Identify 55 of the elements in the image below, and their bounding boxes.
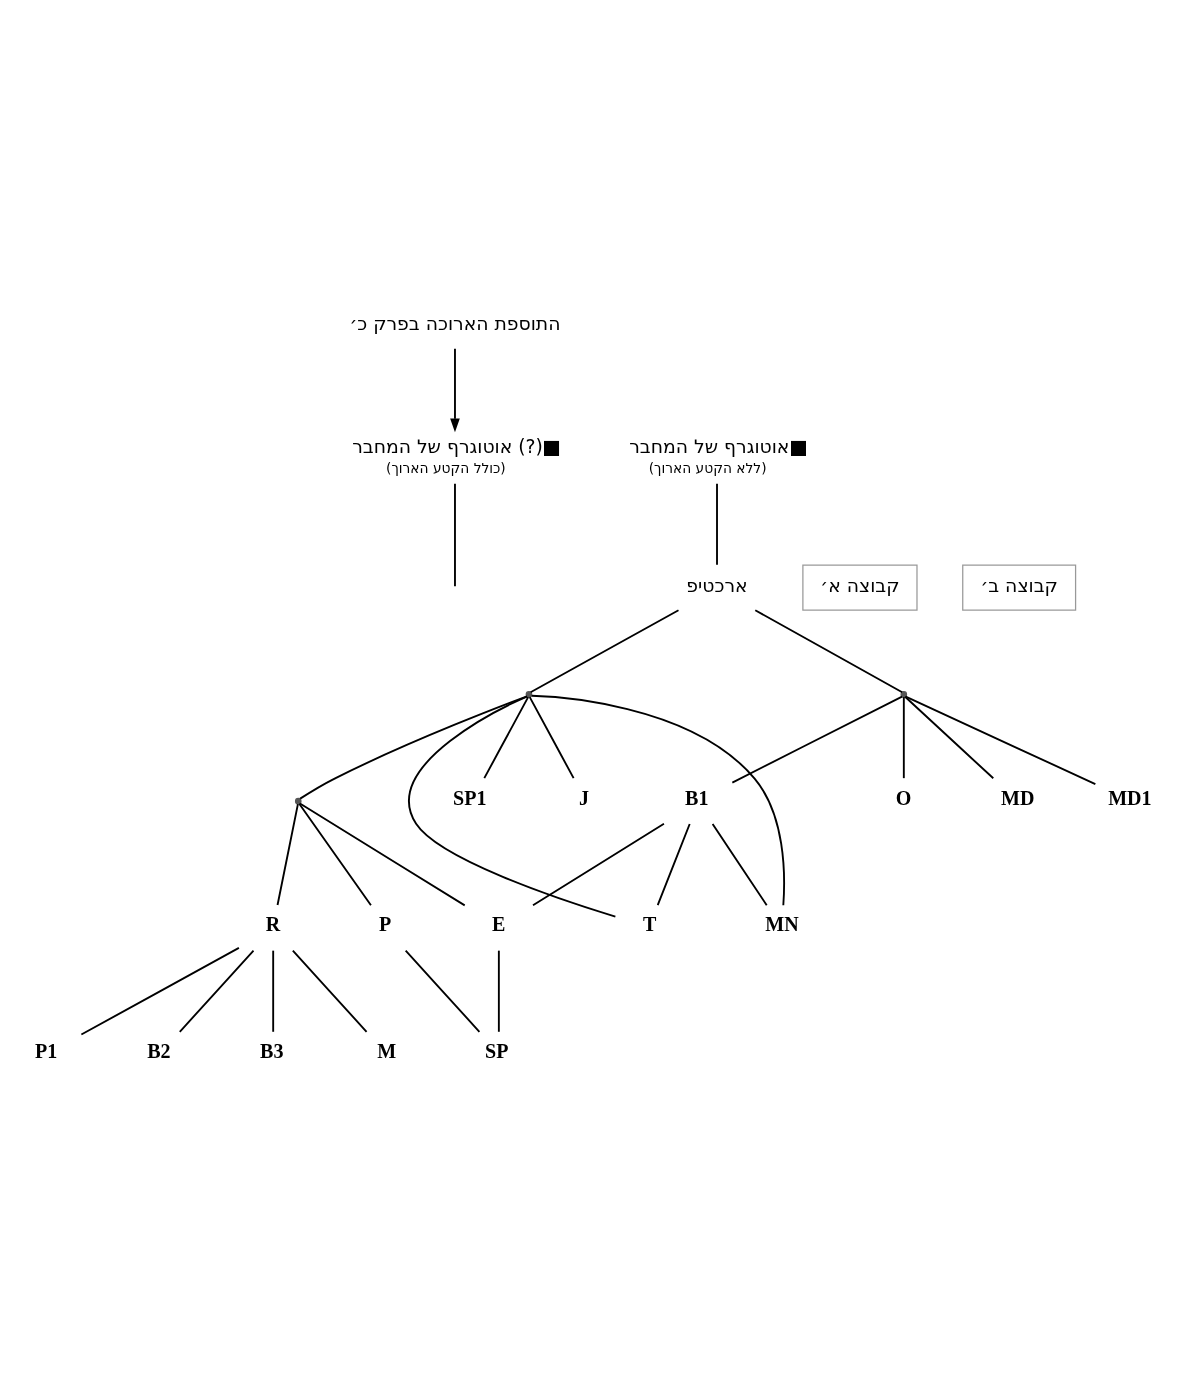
connector <box>731 695 903 784</box>
connector <box>529 609 680 694</box>
connector <box>299 695 528 800</box>
connector <box>528 696 575 780</box>
connector <box>291 949 368 1033</box>
connector <box>711 823 768 907</box>
node-label: אוטוגרף של המחבר <box>629 435 790 457</box>
node-box: קבוצה ב׳ <box>962 564 1077 611</box>
node-text: B2 <box>147 1039 171 1062</box>
node-text: P1 <box>34 1039 58 1062</box>
node-point <box>294 797 302 805</box>
connector <box>716 482 718 566</box>
node-label: (ללא הקטע הארוך) <box>648 459 767 476</box>
node-text: T <box>643 913 657 936</box>
connector <box>80 946 240 1036</box>
connector <box>454 482 456 588</box>
node-text: התוספת הארוכה בפרק כ׳ <box>349 312 561 334</box>
connector <box>656 823 691 907</box>
node-text: ארכטיפ <box>686 575 748 597</box>
connector <box>299 802 466 907</box>
node-text: O <box>895 786 912 809</box>
node-text: MN <box>765 913 799 936</box>
connector <box>530 694 785 907</box>
connector <box>497 949 500 1033</box>
node-text: B3 <box>260 1039 284 1062</box>
connector <box>904 695 995 780</box>
node-box: קבוצה א׳ <box>802 564 918 611</box>
node-text: B1 <box>685 786 709 809</box>
node-label: (כולל הקטע הארוך) <box>386 459 506 476</box>
node-point <box>525 691 533 698</box>
node-label: אוטוגרף של המחבר (?) <box>352 435 543 457</box>
node-text: R <box>265 913 281 936</box>
node-box <box>791 440 807 456</box>
connector <box>904 695 1097 786</box>
connector <box>276 803 299 906</box>
node-text: M <box>377 1039 397 1062</box>
node-point <box>900 691 908 698</box>
connector <box>272 949 275 1033</box>
node-text: MD <box>1000 786 1035 809</box>
node-text: SP <box>485 1039 509 1062</box>
connector <box>483 696 530 780</box>
node-box <box>544 440 560 456</box>
connector <box>408 695 617 918</box>
node-text: MD1 <box>1108 786 1152 809</box>
connector <box>902 696 905 780</box>
connector <box>298 802 372 907</box>
connector <box>754 609 904 694</box>
arrow <box>450 347 460 433</box>
node-text: J <box>579 786 590 809</box>
node-text: E <box>491 913 506 936</box>
connector <box>404 949 481 1033</box>
node-text: P <box>379 913 392 936</box>
connector <box>178 949 255 1033</box>
node-text: SP1 <box>453 786 487 809</box>
connector <box>532 822 665 907</box>
